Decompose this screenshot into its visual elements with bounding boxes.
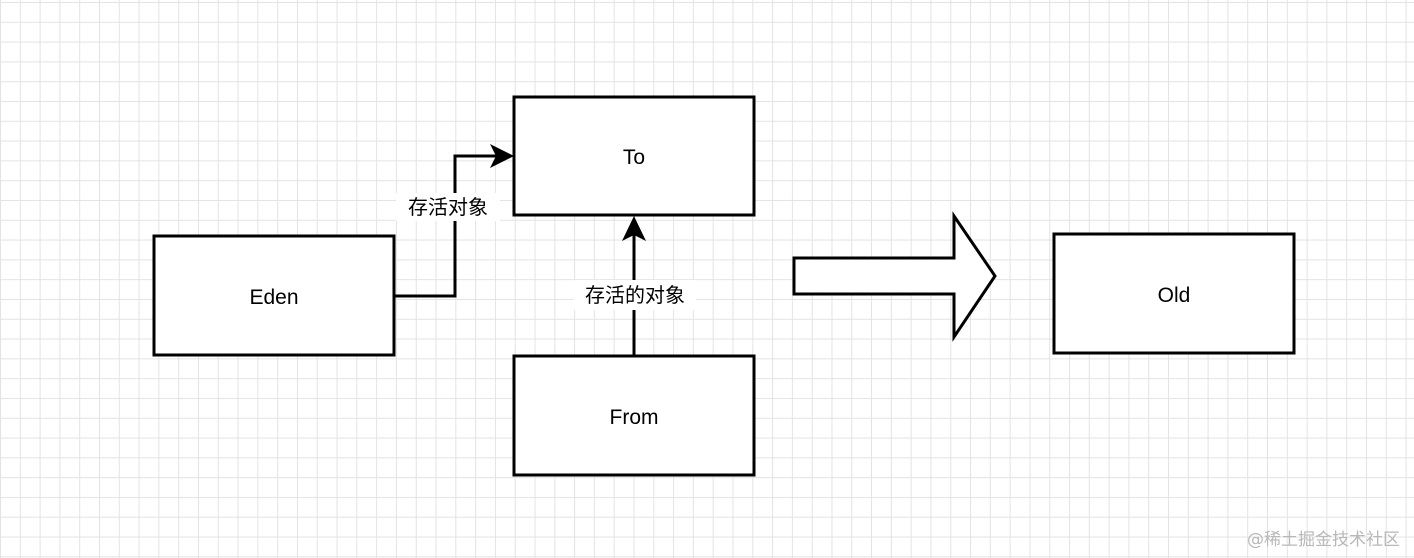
edge-eden-to-arrowhead [490,144,514,168]
node-to[interactable]: To [512,95,756,217]
edge-from-to: 存活的对象 [574,216,696,356]
node-old[interactable]: Old [1052,232,1296,355]
node-old-label: Old [1158,284,1191,307]
edge-from-to-arrowhead [622,216,646,241]
watermark-text: @稀土掘金技术社区 [1247,530,1400,550]
edge-eden-to-line [395,154,496,298]
edge-eden-to: 存活对象 [395,144,514,298]
node-eden[interactable]: Eden [152,234,396,357]
node-from-label: From [610,406,659,429]
edge-eden-to-label: 存活对象 [408,195,488,219]
node-to-box [512,95,756,217]
node-eden-label: Eden [249,286,298,309]
node-from-box [512,354,756,477]
promotion-arrow-shape [792,211,997,342]
node-from[interactable]: From [512,354,756,477]
node-to-label: To [623,146,645,169]
edge-from-to-label: 存活的对象 [585,283,685,307]
node-eden-box [152,234,396,357]
edge-eden-to-label-bg [396,193,500,221]
edge-from-to-label-bg [574,280,696,310]
node-old-box [1052,232,1296,355]
